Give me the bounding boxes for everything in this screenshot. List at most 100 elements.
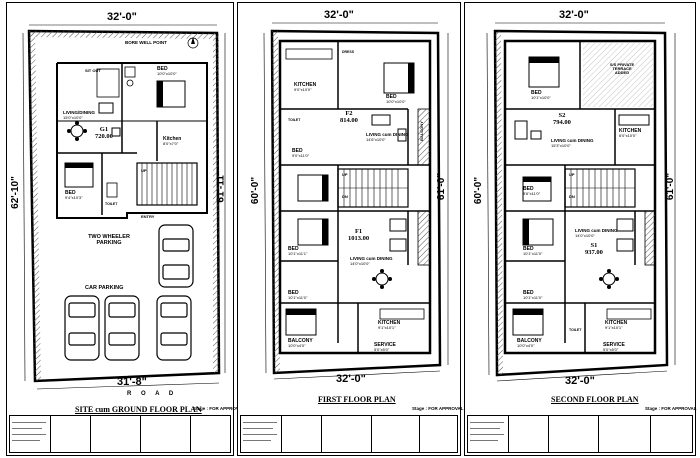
dim-right: 61'-0" [436, 172, 448, 201]
bed-2-size: 9'4"x10'3" [65, 195, 83, 200]
label-dress: DRESS [342, 50, 355, 54]
dim-top: 32'-0" [324, 9, 354, 21]
stage-ground: Stage : FOR APPROVAL [193, 406, 245, 411]
unit-f1-area: 1013.00 [348, 234, 370, 242]
bed-bottom-size: 10'1"x11'0" [288, 295, 308, 300]
service-size: 5'0"x5'0" [603, 347, 619, 352]
unit-f2: F2 814.00 [340, 110, 358, 125]
sheet-title-ground: SITE cum GROUND FLOOR PLAN [75, 405, 202, 414]
unit-g1-area: 720.00 [95, 132, 113, 140]
sheet-ground-floor: 32'-0" 62'-10" 61'-11" 31'-8" R O A D BO… [6, 2, 245, 456]
sheet-second-floor: 32'-0" 60'-0" 61'-0" 32'-0" BED 10'1"x10… [464, 2, 697, 456]
label-bed-mid: BED 9'6"x11'0" [523, 187, 540, 196]
kitchen-low-size: 9'1"x10'1" [605, 325, 623, 330]
label-bed-1: BED 10'0"x10'0" [157, 67, 177, 76]
bed-bottom-size: 10'1"x11'0" [523, 295, 543, 300]
label-up: UP [569, 172, 575, 177]
unit-s1: S1 937.00 [585, 242, 603, 257]
bed-bottom-name: BED [288, 290, 299, 296]
dim-bottom: 31'-8" [117, 376, 147, 388]
unit-s2-area: 794.00 [553, 118, 571, 126]
unit-s2-name: S2 [558, 112, 566, 119]
balcony-size: 10'0"x4'0" [517, 343, 535, 348]
kitchen-top-name: KITCHEN [294, 82, 317, 88]
road-label: R O A D [127, 391, 178, 397]
label-kitchen-top: KITCHEN 9'0"x10'0" [294, 83, 316, 92]
kitchen-top-name: KITCHEN [619, 128, 642, 134]
unit-g1: G1 720.00 [95, 126, 113, 141]
dim-top: 32'-0" [107, 11, 137, 23]
dim-left: 62'-10" [9, 176, 21, 209]
label-up: UP [342, 172, 348, 177]
label-living-low: LIVING cum DINING 14'0"x10'0" [350, 256, 393, 266]
label-balcony: BALCONY [418, 121, 424, 141]
living-low-name: LIVING cum DINING [350, 256, 393, 261]
dim-bottom: 32'-0" [336, 373, 366, 385]
service-name: SERVICE [374, 342, 396, 348]
bed-1-name: BED [157, 66, 168, 72]
bed-top-size: 10'1"x10'0" [531, 95, 551, 100]
balcony-bottom-name: BALCONY [288, 338, 313, 344]
label-kitchen-low: KITCHEN 9'1"x10'1" [378, 321, 400, 330]
bed-top-size: 10'0"x10'0" [386, 99, 406, 104]
dim-right: 61'-11" [215, 170, 227, 203]
stage-second: Stage : FOR APPROVAL [645, 406, 697, 411]
ground-floor-drawing [22, 24, 226, 390]
kitchen-name: Kitchen [163, 136, 182, 142]
label-living-low: LIVING cum DINING 14'0"x10'0" [575, 228, 618, 238]
stage-first: Stage : FOR APPROVAL [412, 406, 464, 411]
living-low-size: 14'0"x10'0" [575, 232, 595, 238]
bed-low-size: 10'1"x11'0" [523, 251, 543, 256]
kitchen-low-name: KITCHEN [378, 320, 401, 326]
unit-s1-name: S1 [590, 242, 598, 249]
label-living: LIVING/DINING 15'0"x10'0" [63, 110, 96, 120]
dim-bottom: 32'-0" [565, 375, 595, 387]
label-sitout: SIT OUT [85, 68, 101, 73]
balcony-bottom-size: 10'0"x4'0" [288, 343, 306, 348]
bed-low-size: 10'1"x11'1" [288, 251, 308, 256]
bed-low-name: BED [523, 246, 534, 252]
living-size: 15'0"x10'0" [63, 114, 83, 120]
bed-bottom-name: BED [523, 290, 534, 296]
label-balcony: BALCONY 10'0"x4'0" [517, 339, 542, 348]
label-dn: DN [342, 194, 348, 199]
bed-2-name: BED [65, 190, 76, 196]
living-top-name: LIVING cum DINING [551, 138, 594, 143]
unit-f2-name: F2 [345, 110, 353, 117]
kitchen-low-name: KITCHEN [605, 320, 628, 326]
dim-left: 60'-0" [250, 176, 262, 205]
service-name: SERVICE [603, 342, 625, 348]
unit-g1-name: G1 [99, 126, 109, 133]
second-floor-drawing [486, 22, 676, 382]
label-toilet: TOILET [105, 202, 118, 206]
unit-f1-name: F1 [354, 228, 363, 235]
dim-top: 32'-0" [559, 9, 589, 21]
label-living-top: LIVING cum DINING 14'6"x10'0" [366, 132, 409, 142]
label-toilet: TOILET [288, 118, 301, 122]
unit-f1: F1 1013.00 [348, 228, 370, 243]
label-service: SERVICE 5'0"x5'0" [603, 343, 625, 352]
unit-s1-area: 937.00 [585, 248, 603, 256]
sheet-first-floor: 32'-0" 60'-0" 61'-0" 32'-0" KITCHEN 9'0"… [237, 2, 464, 456]
living-low-size: 14'0"x10'0" [350, 260, 370, 266]
label-bed-low: BED 10'1"x11'0" [523, 247, 542, 256]
label-service: SERVICE 5'0"x5'0" [374, 343, 396, 352]
title-block-first [240, 415, 458, 453]
label-living-top: LIVING cum DINING 15'3"x10'0" [551, 138, 594, 148]
kitchen-top-size: 6'0"x10'0" [619, 133, 637, 138]
living-name: LIVING/DINING [63, 110, 96, 115]
bed-mid-name: BED [292, 148, 303, 154]
kitchen-low-size: 9'1"x10'1" [378, 325, 396, 330]
living-top-size: 15'3"x10'0" [551, 142, 571, 148]
living-top-name: LIVING cum DINING [366, 132, 409, 137]
dim-right: 61'-0" [665, 172, 677, 201]
label-car-parking: CAR PARKING [85, 285, 124, 291]
label-kitchen-top: KITCHEN 6'0"x10'0" [619, 129, 641, 138]
label-toilet: TOILET [569, 328, 582, 332]
bed-mid-name: BED [523, 186, 534, 192]
living-top-size: 14'6"x10'0" [366, 136, 386, 142]
label-bed-top: BED 10'1"x10'0" [531, 91, 551, 100]
living-low-name: LIVING cum DINING [575, 228, 618, 233]
label-balcony-bottom: BALCONY 10'0"x4'0" [288, 339, 313, 348]
bed-mid-size: 9'0"x11'0" [292, 153, 310, 158]
